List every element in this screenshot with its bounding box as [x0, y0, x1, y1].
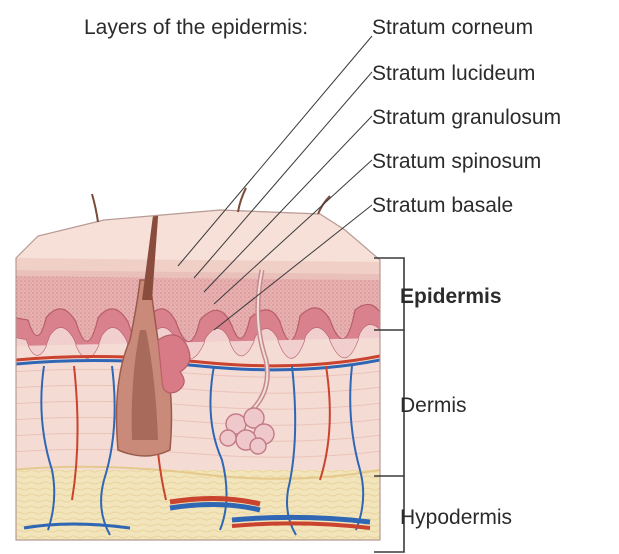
label-hypodermis: Hypodermis — [400, 506, 512, 529]
skin-block — [10, 190, 390, 550]
label-stratum-corneum: Stratum corneum — [372, 16, 533, 39]
label-epidermis: Epidermis — [400, 285, 502, 308]
label-stratum-granulosum: Stratum granulosum — [372, 106, 561, 129]
heading: Layers of the epidermis: — [84, 16, 308, 39]
label-stratum-spinosum: Stratum spinosum — [372, 150, 541, 173]
hypodermis-layer — [10, 470, 390, 550]
label-stratum-basale: Stratum basale — [372, 194, 513, 217]
label-stratum-lucideum: Stratum lucideum — [372, 62, 535, 85]
label-dermis: Dermis — [400, 394, 467, 417]
